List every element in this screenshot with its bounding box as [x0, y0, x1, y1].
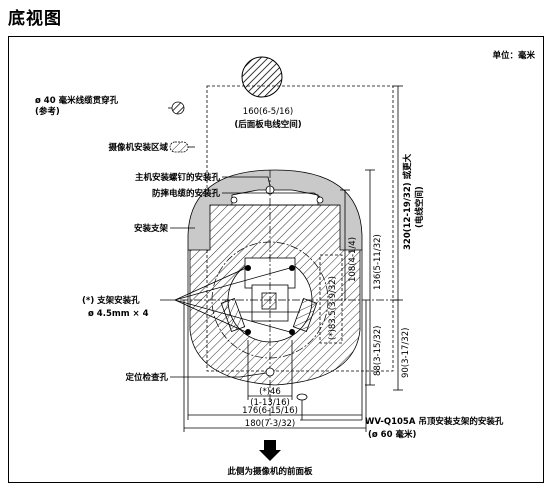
position-check-hole — [265, 367, 275, 377]
fall-cable-hole — [316, 196, 324, 204]
dim-90: 90(3-17/32) — [401, 328, 411, 378]
cable-hole-ref-icon — [171, 101, 185, 115]
page-title: 底视图 — [8, 9, 62, 29]
wv-hole-icon — [296, 393, 308, 401]
main-screw-label: 主机安装螺钉的安装孔 — [135, 172, 221, 183]
bracket-hole-1 — [245, 265, 251, 271]
bracket-hole-4 — [289, 329, 295, 335]
dim-180: 180(7-3/32) — [245, 419, 295, 429]
camera-area-icon — [169, 141, 189, 153]
bracket-hole-size: ø 4.5mm × 4 — [88, 309, 149, 319]
bracket-hole-label: (*) 支架安装孔 — [82, 295, 140, 306]
camera-area-label: 摄像机安装区域 — [108, 142, 168, 153]
dim-108: 108(4-1/4) — [348, 237, 358, 282]
dim-46-imperial: (1-13/16) — [250, 398, 290, 408]
cable-hole-label: ø 40 毫米线缆贯穿孔 — [35, 95, 119, 106]
dim-160-note: (后面板电线空间) — [234, 119, 301, 130]
fall-cable-label: 防摔电缆的安装孔 — [152, 188, 221, 199]
dim-320-note: (电线空间) — [414, 186, 425, 228]
front-panel-label: 此侧为摄像机的前面板 — [227, 466, 313, 477]
rear-cable-hole — [241, 56, 283, 98]
mount-bracket — [187, 169, 363, 251]
cable-space-outline — [206, 85, 394, 372]
cable-hole-ref-label: (参考) — [35, 106, 60, 117]
dim-83-5: (*)83.5(3-9/32) — [328, 276, 338, 340]
dim-320: 320(12-19/32) 或更大 — [402, 153, 413, 250]
wv-hole-size: (ø 60 毫米) — [368, 429, 416, 440]
dim-160: 160(6-5/16) — [243, 107, 293, 117]
unit-label: 单位：毫米 — [492, 50, 535, 61]
wv-hole-label: WV-Q105A 吊顶安装支架的安装孔 — [365, 416, 504, 427]
bracket-hole-3 — [245, 329, 251, 335]
dim-136: 136(5-11/32) — [373, 234, 383, 290]
bracket-hole-2 — [289, 265, 295, 271]
dim-88: 88(3-15/32) — [373, 326, 383, 376]
bracket-label: 安装支架 — [134, 223, 169, 234]
dim-46: (*)46 — [259, 387, 281, 397]
dim-176: 176(6-15/16) — [242, 406, 298, 416]
position-hole-label: 定位检查孔 — [124, 372, 168, 383]
diagram-frame — [8, 36, 544, 483]
front-arrow-icon — [259, 440, 281, 461]
